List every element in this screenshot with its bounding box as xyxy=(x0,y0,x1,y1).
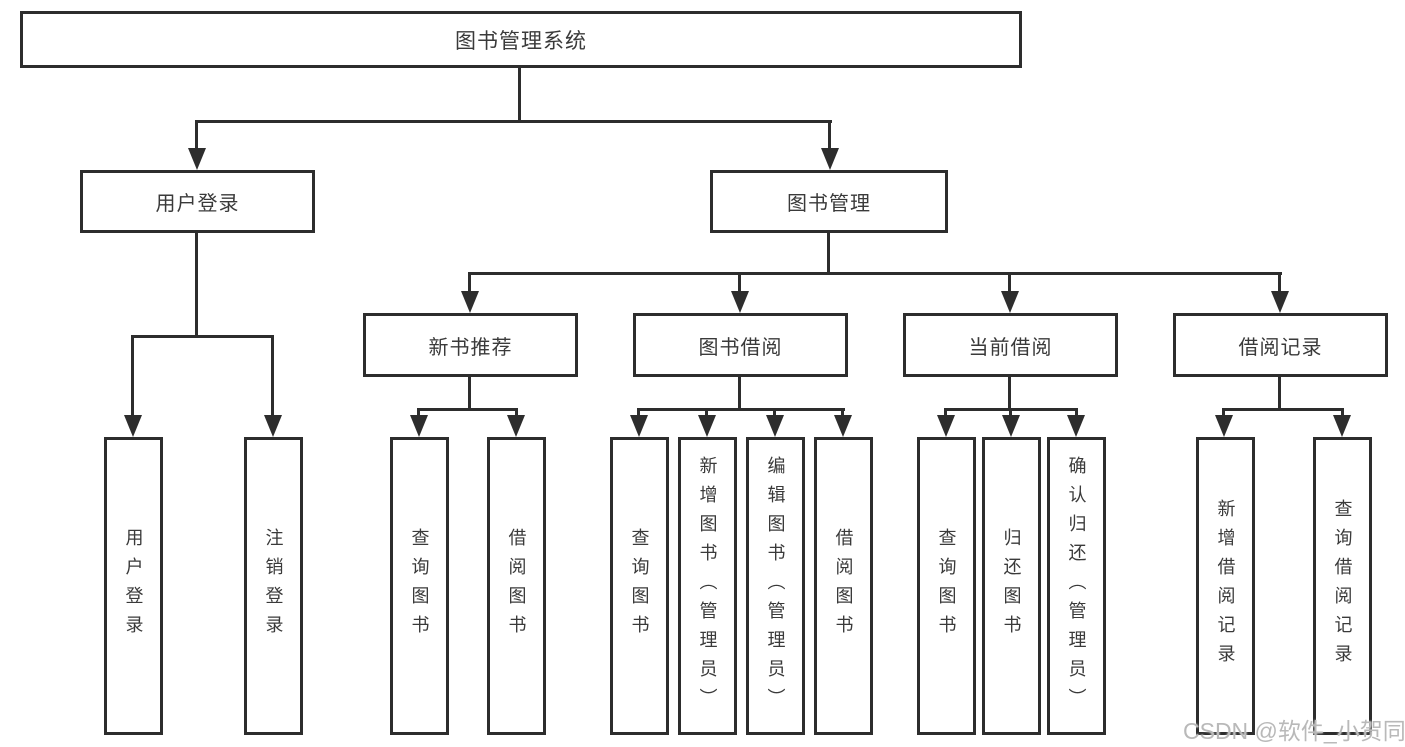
node-root-label: 图书管理系统 xyxy=(455,29,587,53)
line xyxy=(1008,377,1011,408)
arrowhead xyxy=(821,148,839,170)
leaf-nbr-query-book: 查询图书 xyxy=(390,437,449,735)
arrowhead xyxy=(1067,415,1085,437)
leaf-bb-query-book: 查询图书 xyxy=(610,437,669,735)
leaf-cb-query-book: 查询图书 xyxy=(917,437,976,735)
line xyxy=(468,272,471,293)
leaf-bb-borrow-book-label: 借阅图书 xyxy=(833,528,854,644)
line xyxy=(738,377,741,408)
line xyxy=(841,408,844,418)
node-new-book-recommend: 新书推荐 xyxy=(363,313,578,377)
leaf-logout: 注销登录 xyxy=(244,437,303,735)
leaf-nbr-borrow-book: 借阅图书 xyxy=(487,437,546,735)
leaf-bb-borrow-book: 借阅图书 xyxy=(814,437,873,735)
leaf-nbr-borrow-book-label: 借阅图书 xyxy=(506,528,527,644)
leaf-br-add-record: 新增借阅记录 xyxy=(1196,437,1255,735)
line xyxy=(1222,408,1225,418)
line xyxy=(417,408,518,411)
line xyxy=(637,408,845,411)
line xyxy=(1278,377,1281,408)
arrowhead xyxy=(937,415,955,437)
arrowhead xyxy=(731,291,749,313)
line xyxy=(1008,272,1011,293)
line xyxy=(518,68,521,120)
line xyxy=(271,335,274,417)
node-borrow-record: 借阅记录 xyxy=(1173,313,1388,377)
node-book-management-label: 图书管理 xyxy=(787,193,871,215)
leaf-br-query-record-label: 查询借阅记录 xyxy=(1332,499,1353,673)
line xyxy=(131,335,134,417)
node-user-login-label: 用户登录 xyxy=(155,193,240,215)
line xyxy=(705,408,708,418)
leaf-cb-confirm-return: 确认归还（管理员） xyxy=(1047,437,1106,735)
line xyxy=(1222,408,1344,411)
arrowhead xyxy=(1002,415,1020,437)
node-book-borrow: 图书借阅 xyxy=(633,313,848,377)
node-root: 图书管理系统 xyxy=(20,11,1022,68)
arrowhead xyxy=(834,415,852,437)
leaf-bb-query-book-label: 查询图书 xyxy=(629,528,650,644)
line xyxy=(468,272,1282,275)
line xyxy=(944,408,947,418)
line xyxy=(1075,408,1078,418)
arrowhead xyxy=(507,415,525,437)
arrowhead xyxy=(410,415,428,437)
line xyxy=(515,408,518,418)
leaf-br-add-record-label: 新增借阅记录 xyxy=(1215,499,1236,673)
line xyxy=(773,408,776,418)
node-book-borrow-label: 图书借阅 xyxy=(698,336,783,359)
node-user-login: 用户登录 xyxy=(80,170,315,233)
line xyxy=(417,408,420,418)
leaf-bb-edit-book-label: 编辑图书（管理员） xyxy=(765,455,786,717)
node-book-management: 图书管理 xyxy=(710,170,948,233)
arrowhead xyxy=(461,291,479,313)
arrowhead xyxy=(264,415,282,437)
leaf-user-login: 用户登录 xyxy=(104,437,163,735)
node-current-borrow-label: 当前借阅 xyxy=(968,336,1053,359)
line xyxy=(827,233,830,272)
line xyxy=(1009,408,1012,418)
leaf-cb-confirm-return-label: 确认归还（管理员） xyxy=(1066,455,1087,717)
arrowhead xyxy=(630,415,648,437)
leaf-user-login-label: 用户登录 xyxy=(123,528,144,644)
leaf-logout-label: 注销登录 xyxy=(263,528,284,644)
line xyxy=(468,377,471,408)
watermark: CSDN @软件_小贺同学 xyxy=(1183,718,1405,744)
line xyxy=(828,120,831,150)
line xyxy=(195,120,198,150)
node-borrow-record-label: 借阅记录 xyxy=(1238,336,1323,359)
line xyxy=(131,335,274,338)
leaf-bb-add-book-label: 新增图书（管理员） xyxy=(697,455,718,717)
arrowhead xyxy=(698,415,716,437)
arrowhead xyxy=(1215,415,1233,437)
arrowhead xyxy=(766,415,784,437)
line xyxy=(195,233,198,335)
arrowhead xyxy=(1001,291,1019,313)
arrowhead xyxy=(1333,415,1351,437)
leaf-bb-edit-book: 编辑图书（管理员） xyxy=(746,437,805,735)
leaf-br-query-record: 查询借阅记录 xyxy=(1313,437,1372,735)
line xyxy=(637,408,640,418)
leaf-bb-add-book: 新增图书（管理员） xyxy=(678,437,737,735)
arrowhead xyxy=(188,148,206,170)
node-new-book-recommend-label: 新书推荐 xyxy=(428,336,513,359)
node-current-borrow: 当前借阅 xyxy=(903,313,1118,377)
line xyxy=(738,272,741,293)
leaf-cb-query-book-label: 查询图书 xyxy=(936,528,957,644)
leaf-cb-return-book: 归还图书 xyxy=(982,437,1041,735)
line xyxy=(1341,408,1344,418)
leaf-nbr-query-book-label: 查询图书 xyxy=(409,528,430,644)
leaf-cb-return-book-label: 归还图书 xyxy=(1001,528,1022,644)
arrowhead xyxy=(124,415,142,437)
arrowhead xyxy=(1271,291,1289,313)
line xyxy=(196,120,832,123)
line xyxy=(1278,272,1281,293)
